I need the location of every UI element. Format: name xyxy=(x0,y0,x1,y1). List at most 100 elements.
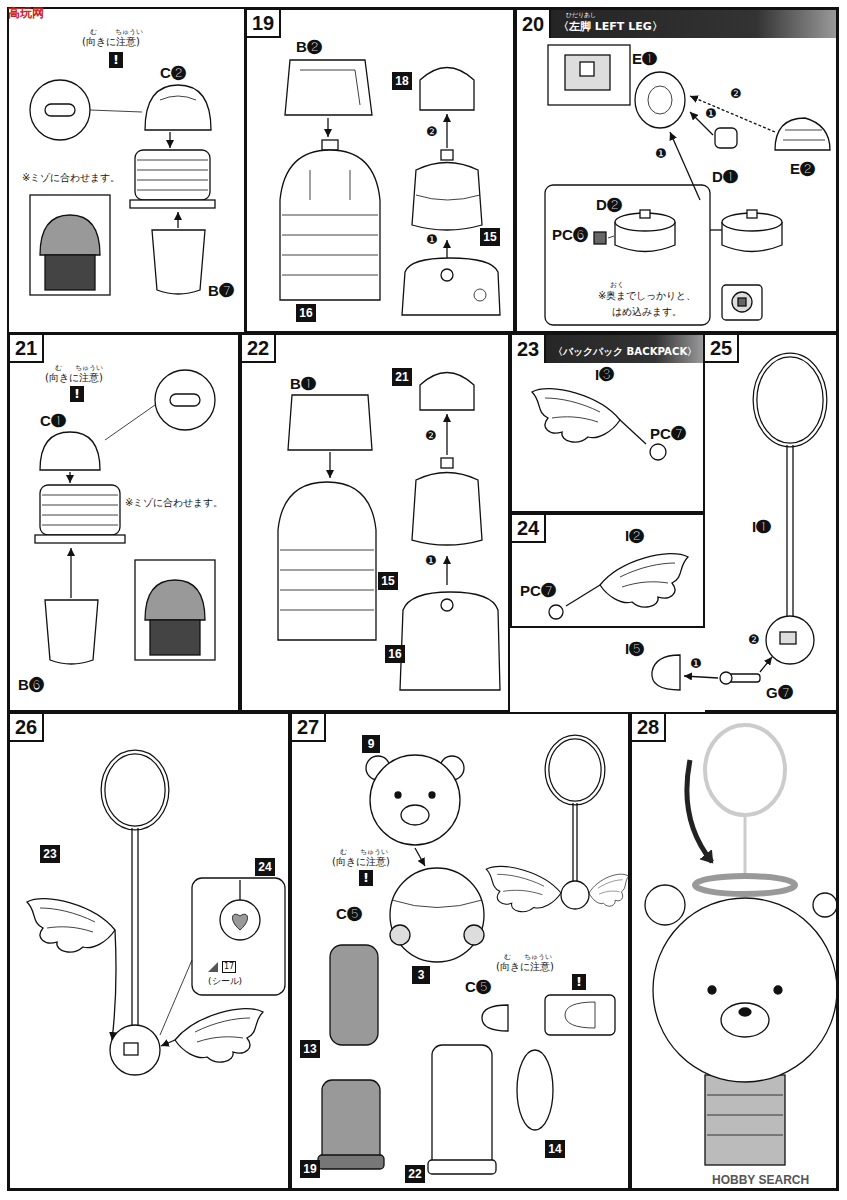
note-text: ※ミゾに合わせます。 xyxy=(22,172,120,184)
step-order-mark: ❶ xyxy=(425,553,437,569)
step-21-parts xyxy=(35,370,215,664)
note-text: (シール) xyxy=(208,976,242,987)
step-order-mark: ❷ xyxy=(730,86,742,102)
part-label: D❷ xyxy=(596,196,622,214)
ruby-text: む xyxy=(90,28,97,36)
step-panel: 21 xyxy=(8,333,240,712)
ruby-text: む xyxy=(340,848,347,856)
part-label: E❷ xyxy=(790,160,815,178)
step-number: 22 xyxy=(242,335,276,363)
callout-text: 13 xyxy=(300,1040,320,1058)
step-number: 20 xyxy=(517,10,551,38)
callout-text: 22 xyxy=(405,1165,425,1183)
callout-text: 23 xyxy=(40,845,60,863)
page-frame xyxy=(8,8,838,1190)
note-text: (向きに注意) xyxy=(332,856,390,868)
callout-number: 18 xyxy=(392,72,412,90)
note-text: (向きに注意) xyxy=(82,36,140,48)
callout-text: 21 xyxy=(392,368,412,386)
note-text: はめ込みます。 xyxy=(612,306,682,318)
callout-number: 22 xyxy=(405,1165,425,1183)
callout-number: 9 xyxy=(362,735,380,753)
callout-number: 21 xyxy=(392,368,412,386)
caution-mark: ! xyxy=(109,52,123,68)
step-panel: 24 xyxy=(510,513,705,628)
callout-text: 3 xyxy=(412,966,430,984)
sticker-number: 17 xyxy=(222,961,236,973)
step-26-parts xyxy=(27,752,285,1075)
part-label: I❶ xyxy=(752,518,771,536)
callout-number: 24 xyxy=(255,858,275,876)
step-number: 19 xyxy=(247,10,281,38)
callout-number: 15 xyxy=(480,228,500,246)
ruby-text: む xyxy=(55,364,62,372)
step-panel: 19 18 15 16 xyxy=(245,8,515,333)
callout-number: 15 xyxy=(378,572,398,590)
step-panel: 25 xyxy=(705,333,838,712)
step-order-mark: ❶ xyxy=(426,232,438,248)
ruby-text: む xyxy=(504,953,511,961)
header-band: 20〈左脚 LEFT LEG〉 xyxy=(517,10,836,38)
part-label: C❺ xyxy=(336,905,362,923)
step-25-parts xyxy=(652,355,825,690)
callout-text: 16 xyxy=(385,645,405,663)
part-label: D❶ xyxy=(712,168,738,186)
callout-text: 24 xyxy=(255,858,275,876)
step-number: 28 xyxy=(632,714,666,742)
panel-a-parts xyxy=(30,80,215,295)
step-panel: 28 xyxy=(630,712,838,1190)
ruby-text: ひだりあし xyxy=(566,11,596,18)
watermark: HOBBY SEARCH xyxy=(712,1173,809,1187)
part-label: PC❻ xyxy=(552,226,588,244)
callout-text: 16 xyxy=(296,304,316,322)
note-text: (向きに注意) xyxy=(496,961,554,973)
step-19-parts xyxy=(280,60,500,315)
step-number: 23 xyxy=(512,335,546,363)
ruby-text: おく xyxy=(610,281,624,289)
note-text: ※ミゾに合わせます。 xyxy=(125,497,223,509)
callout-text: 15 xyxy=(378,572,398,590)
step-panel: 22 21 16 15 xyxy=(240,333,510,712)
step-28-illustration xyxy=(645,725,837,1165)
step-order-mark: ❷ xyxy=(426,124,438,140)
part-label: I❺ xyxy=(625,640,644,658)
step-heading: 〈バックパック BACKPACK〉 xyxy=(553,343,697,361)
ruby-text: ちゅうい xyxy=(115,28,143,36)
watermark-logo: 高玩网 xyxy=(8,6,44,20)
caution-mark: ! xyxy=(70,386,84,402)
step-number: 21 xyxy=(10,335,44,363)
part-label: G❼ xyxy=(766,684,793,702)
callout-text: 19 xyxy=(300,1160,320,1178)
step-panel: 27 9 3 13 19 22 14 xyxy=(290,712,630,1190)
callout-number: 23 xyxy=(40,845,60,863)
callout-number: 3 xyxy=(412,966,430,984)
ruby-text: ちゅうい xyxy=(75,364,103,372)
part-label: I❸ xyxy=(595,366,614,384)
part-label: B❶ xyxy=(290,375,316,393)
callout-number: 19 xyxy=(300,1160,320,1178)
step-order-mark: ❷ xyxy=(748,632,760,648)
step-panel: 23 〈バックパック BACKPACK〉 xyxy=(510,333,705,513)
callout-text: 18 xyxy=(392,72,412,90)
step-22-parts xyxy=(278,373,500,691)
step-order-mark: ❶ xyxy=(705,106,717,122)
callout-text: 14 xyxy=(545,1140,565,1158)
callout-text: 9 xyxy=(362,735,380,753)
ruby-text: ちゅうい xyxy=(360,848,388,856)
header-band: 23 〈バックパック BACKPACK〉 xyxy=(512,335,703,363)
caution-mark: ! xyxy=(572,974,586,990)
part-label: PC❼ xyxy=(520,582,556,600)
step-number: 24 xyxy=(512,515,546,543)
part-label: E❶ xyxy=(632,50,657,68)
part-label: I❷ xyxy=(625,527,644,545)
step-number: 26 xyxy=(10,714,44,742)
part-label: C❺ xyxy=(465,978,491,996)
note-text: (向きに注意) xyxy=(45,372,103,384)
step-number: 27 xyxy=(292,714,326,742)
step-20-parts xyxy=(545,45,830,325)
callout-number: 16 xyxy=(296,304,316,322)
callout-number: 14 xyxy=(545,1140,565,1158)
caution-mark: ! xyxy=(359,870,373,886)
step-order-mark: ❶ xyxy=(690,656,702,672)
callout-text: 15 xyxy=(480,228,500,246)
